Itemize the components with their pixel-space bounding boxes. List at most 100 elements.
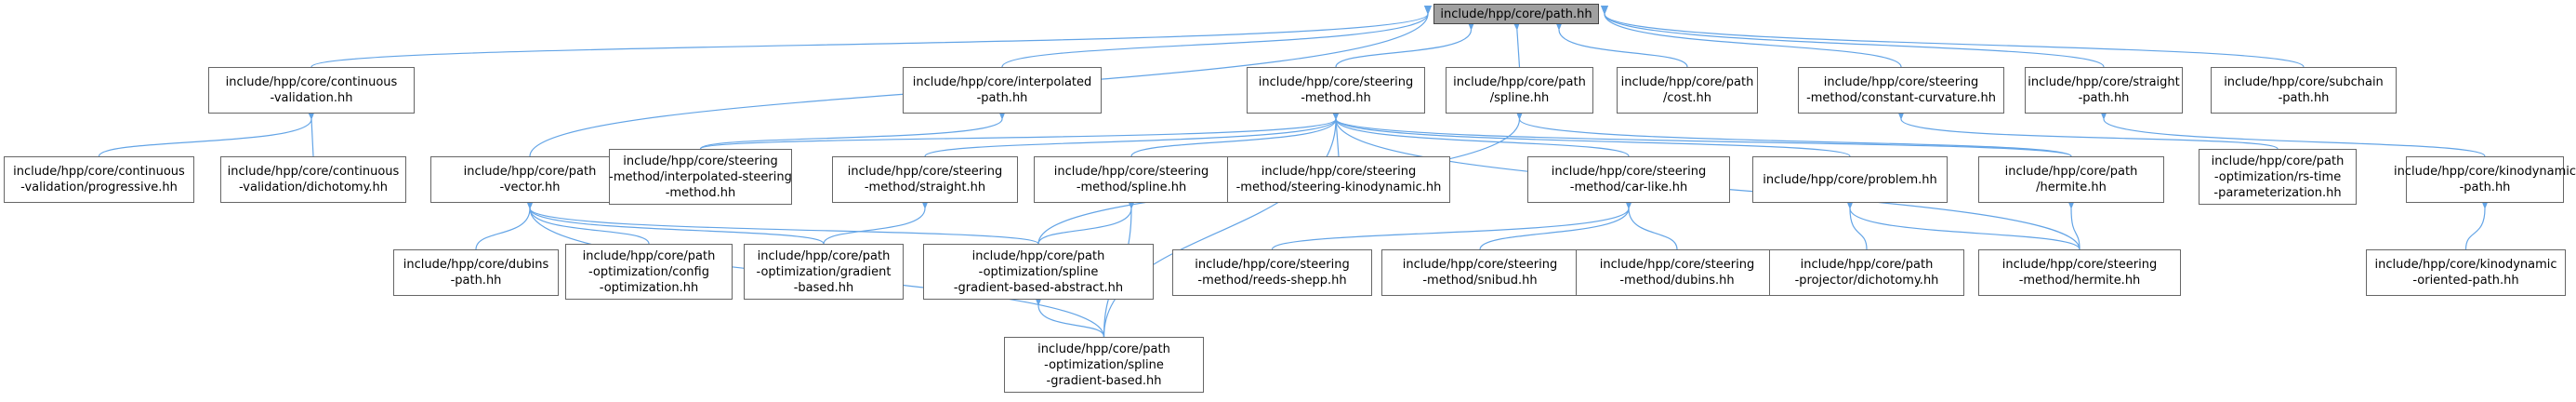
node-label-line: -validation.hh bbox=[270, 91, 353, 105]
node-po-spline-gradient[interactable]: include/hpp/core/path-optimization/splin… bbox=[1004, 337, 1204, 393]
edge-cv-dichotomy-to-continuous-validation bbox=[307, 110, 315, 157]
node-label-line: -gradient-based.hh bbox=[1046, 373, 1162, 388]
node-po-config[interactable]: include/hpp/core/path-optimization/confi… bbox=[565, 244, 733, 300]
node-steering-spline[interactable]: include/hpp/core/steering-method/spline.… bbox=[1034, 156, 1229, 203]
edge-po-spline-gradient-to-po-spline-abstract bbox=[1034, 296, 1105, 338]
node-path-cost[interactable]: include/hpp/core/path/cost.hh bbox=[1617, 67, 1758, 114]
edge-steering-reeds-shepp-to-steering-car-like bbox=[1271, 199, 1633, 250]
edge-steering-method-to-path bbox=[1335, 20, 1475, 68]
edge-steering-hermite-to-path-hermite bbox=[2067, 199, 2081, 250]
node-label-line: include/hpp/core/subchain bbox=[2224, 75, 2384, 89]
node-label-line: -path.hh bbox=[2078, 91, 2130, 105]
node-label-line: -optimization/spline bbox=[1044, 357, 1164, 372]
edge-interpolated-path-to-path bbox=[1001, 5, 1433, 68]
node-label-line: -gradient-based-abstract.hh bbox=[953, 280, 1124, 295]
edge-steering-hermite-to-problem bbox=[1845, 199, 2081, 250]
node-label-line: -method/straight.hh bbox=[864, 181, 986, 194]
node-straight-path[interactable]: include/hpp/core/straight -path.hh bbox=[2025, 67, 2183, 114]
node-steering-hermite[interactable]: include/hpp/core/steering -method/hermite… bbox=[1978, 249, 2181, 296]
node-label-line: include/hpp/core/steering bbox=[1053, 165, 1209, 179]
node-label-line: -based.hh bbox=[793, 280, 854, 295]
node-label-line: include/hpp/core/path bbox=[1800, 258, 1934, 272]
edge-kinodynamic-path-to-straight-path bbox=[2099, 110, 2486, 157]
node-label-line: include/hpp/core/steering bbox=[1258, 75, 1414, 89]
node-label-line: -optimization/rs-time bbox=[2213, 169, 2342, 184]
edge-steering-interpolated-to-interpolated-path bbox=[699, 110, 1007, 150]
edge-steering-snibud-to-steering-car-like bbox=[1479, 199, 1633, 250]
node-label-line: include/hpp/core/steering bbox=[2001, 258, 2158, 272]
edge-path-cost-to-path bbox=[1554, 20, 1688, 68]
edge-path-spline-to-path bbox=[1513, 20, 1521, 68]
node-dubins-path[interactable]: include/hpp/core/dubins -path.hh bbox=[393, 249, 559, 296]
edge-path-hermite-to-path-spline bbox=[1515, 110, 2072, 157]
node-label-line: include/hpp/core/path bbox=[1620, 75, 1754, 89]
node-label-line: include/hpp/core/steering bbox=[1195, 258, 1350, 272]
edge-subchain-path-to-path bbox=[1600, 5, 2305, 68]
edge-path-hermite-to-steering-method bbox=[1331, 110, 2072, 157]
node-steering-constant-curvature[interactable]: include/hpp/core/steering -method/constan… bbox=[1798, 67, 2004, 114]
node-label-line: -method/hermite.hh bbox=[2018, 274, 2141, 288]
node-label-line: include/hpp/core/path bbox=[582, 248, 716, 263]
node-label-line: -optimization/spline bbox=[978, 264, 1099, 279]
node-cv-dichotomy[interactable]: include/hpp/core/continuous-validation/d… bbox=[220, 156, 406, 203]
node-label-line: -projector/dichotomy.hh bbox=[1794, 274, 1939, 288]
node-label-line: /cost.hh bbox=[1663, 91, 1711, 105]
node-label-line: -validation/dichotomy.hh bbox=[238, 181, 389, 194]
node-continuous-validation[interactable]: include/hpp/core/continuous -validation.h… bbox=[208, 67, 415, 114]
node-label-line: include/hpp/core/kinodynamic bbox=[2393, 165, 2576, 179]
node-label-line: -path.hh bbox=[450, 274, 502, 288]
edge-po-spline-abstract-to-steering-spline bbox=[1037, 199, 1136, 245]
node-steering-straight[interactable]: include/hpp/core/steering-method/straigh… bbox=[832, 156, 1018, 203]
edge-dubins-path-to-path-vector bbox=[475, 199, 535, 250]
node-label-line: include/hpp/core/straight bbox=[2028, 75, 2180, 89]
node-label-line: include/hpp/core/path bbox=[971, 248, 1105, 263]
node-steering-car-like[interactable]: include/hpp/core/steering-method/car-lik… bbox=[1527, 156, 1730, 203]
node-kinodynamic-oriented[interactable]: include/hpp/core/kinodynamic -oriented-pa… bbox=[2366, 249, 2566, 296]
node-label-line: include/hpp/core/path bbox=[1037, 342, 1170, 356]
node-path: include/hpp/core/path.hh bbox=[1433, 4, 1599, 24]
edge-kinodynamic-oriented-to-kinodynamic-path bbox=[2464, 199, 2490, 250]
node-label-line: -method/constant-curvature.hh bbox=[1806, 91, 1996, 105]
node-interpolated-path[interactable]: include/hpp/core/interpolated-path.hh bbox=[903, 67, 1102, 114]
node-label-line: include/hpp/core/steering bbox=[623, 154, 778, 168]
node-rs-time-param[interactable]: include/hpp/core/path-optimization/rs-ti… bbox=[2199, 149, 2357, 205]
node-label-line: include/hpp/core/path bbox=[757, 248, 891, 263]
node-po-spline-abstract[interactable]: include/hpp/core/path-optimization/splin… bbox=[923, 244, 1154, 300]
edge-steering-kinodynamic-to-steering-method bbox=[1331, 110, 1340, 157]
node-label-line: -path.hh bbox=[2278, 91, 2330, 105]
node-label-line: include/hpp/core/kinodynamic bbox=[2374, 258, 2557, 272]
edge-straight-path-to-path bbox=[1600, 5, 2105, 68]
node-label-line: include/hpp/core/steering bbox=[1551, 165, 1707, 179]
node-projector-dichotomy[interactable]: include/hpp/core/path -projector/dichotom… bbox=[1769, 249, 1964, 296]
node-steering-snibud[interactable]: include/hpp/core/steering-method/snibud.… bbox=[1381, 249, 1579, 296]
node-label-line: /spline.hh bbox=[1489, 91, 1550, 105]
node-label-line: /hermite.hh bbox=[2036, 181, 2107, 194]
node-label-line: -oriented-path.hh bbox=[2412, 274, 2519, 288]
node-path-spline[interactable]: include/hpp/core/path/spline.hh bbox=[1446, 67, 1593, 114]
node-steering-dubins[interactable]: include/hpp/core/steering-method/dubins.… bbox=[1576, 249, 1778, 296]
node-steering-method[interactable]: include/hpp/core/steering-method.hh bbox=[1247, 67, 1425, 114]
node-cv-progressive[interactable]: include/hpp/core/continuous-validation/p… bbox=[4, 156, 194, 203]
node-label-line: -method/steering-kinodynamic.hh bbox=[1235, 181, 1442, 194]
node-label-line: include/hpp/core/steering bbox=[1261, 165, 1417, 179]
node-label-line: -path.hh bbox=[2459, 181, 2511, 194]
edge-steering-dubins-to-steering-car-like bbox=[1624, 199, 1678, 250]
node-label-line: include/hpp/core/continuous bbox=[225, 75, 398, 89]
node-label-line: -method/dubins.hh bbox=[1619, 274, 1735, 288]
node-path-vector[interactable]: include/hpp/core/path-vector.hh bbox=[430, 156, 629, 203]
node-label-line: include/hpp/core/steering bbox=[1823, 75, 1979, 89]
node-label-line: -vector.hh bbox=[499, 181, 561, 194]
node-label-line: include/hpp/core/dubins bbox=[403, 258, 549, 272]
node-label-line: -method/interpolated-steering bbox=[609, 169, 792, 184]
node-steering-interpolated[interactable]: include/hpp/core/steering-method/interpo… bbox=[609, 149, 792, 205]
edge-cv-progressive-to-continuous-validation bbox=[98, 110, 316, 157]
node-path-hermite[interactable]: include/hpp/core/path/hermite.hh bbox=[1978, 156, 2164, 203]
node-po-gradient[interactable]: include/hpp/core/path-optimization/gradi… bbox=[744, 244, 904, 300]
node-subchain-path[interactable]: include/hpp/core/subchain -path.hh bbox=[2211, 67, 2397, 114]
node-steering-reeds-shepp[interactable]: include/hpp/core/steering-method/reeds-s… bbox=[1172, 249, 1372, 296]
node-label-line: -path.hh bbox=[976, 91, 1028, 105]
node-kinodynamic-path[interactable]: include/hpp/core/kinodynamic -path.hh bbox=[2394, 156, 2576, 203]
node-problem[interactable]: include/hpp/core/problem.hh bbox=[1752, 156, 1948, 203]
node-steering-kinodynamic[interactable]: include/hpp/core/steering -method/steerin… bbox=[1227, 156, 1450, 203]
